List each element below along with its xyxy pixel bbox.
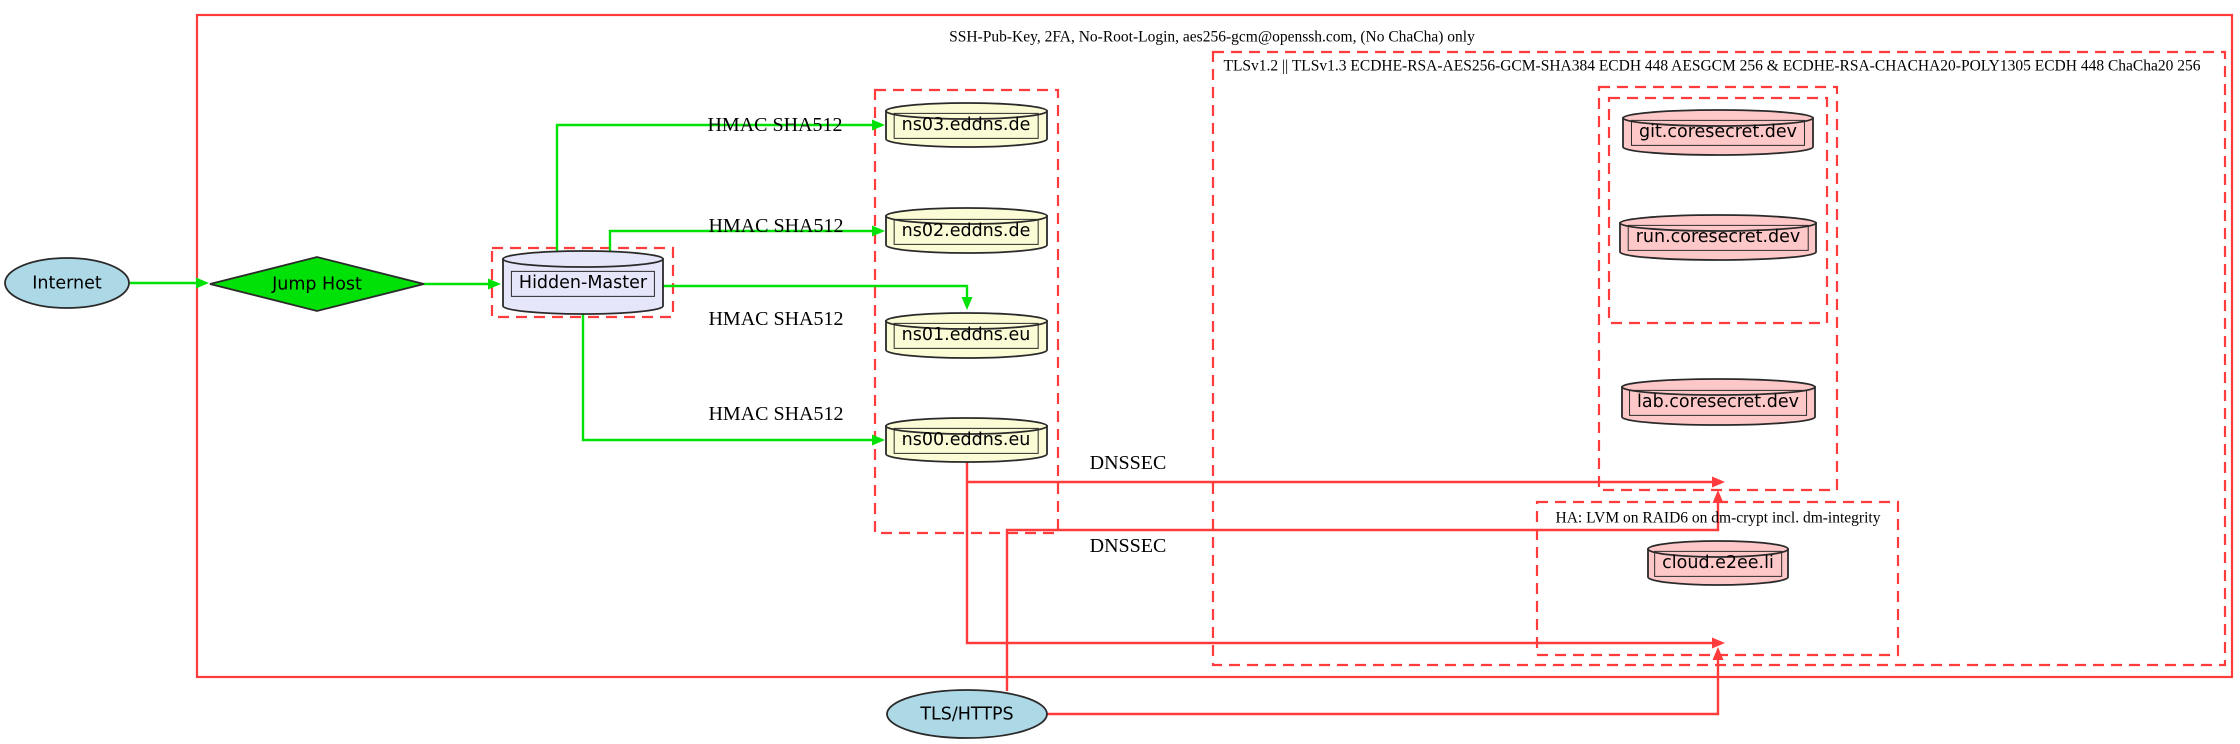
arrowhead-right-icon (196, 277, 209, 289)
ns03-node (885, 102, 1048, 148)
tls-https-label: TLS/HTTPS (920, 704, 1014, 725)
edge-label-dnssec-2: DNSSEC (1089, 535, 1167, 557)
cluster-ha-label: HA: LVM on RAID6 on dm-crypt incl. dm-in… (1555, 509, 1881, 527)
edge-label-hmac-ns00: HMAC SHA512 (708, 403, 844, 425)
ns00-label: ns00.eddns.eu (893, 427, 1039, 455)
arrowhead-right-icon (872, 119, 885, 131)
cluster-tls-label: TLSv1.2 || TLSv1.3 ECDHE-RSA-AES256-GCM-… (1223, 57, 2201, 75)
edge-hm-ns01 (663, 284, 969, 297)
red-arrowheads (1712, 476, 1725, 660)
cloud-node (1647, 540, 1789, 586)
internet-node (4, 257, 130, 309)
arrowhead-right-icon (1712, 637, 1725, 649)
arrowhead-down-icon (961, 297, 973, 310)
cluster-eddns-border (873, 88, 1060, 535)
dnssec-tls-edges (965, 462, 1720, 716)
hidden-master-node (502, 250, 664, 315)
edge-label-hmac-ns02: HMAC SHA512 (708, 215, 844, 237)
edge-hm-ns03 (555, 123, 872, 259)
edge-tls-to-ha (1047, 660, 1720, 716)
cluster-ssh-border (195, 13, 2234, 679)
git-label: git.coresecret.dev (1630, 119, 1806, 147)
ns00-node (885, 417, 1048, 463)
lab-label: lab.coresecret.dev (1629, 389, 1807, 417)
ns03-label: ns03.eddns.de (893, 112, 1039, 140)
jump-host-label: Jump Host (272, 274, 362, 295)
run-label: run.coresecret.dev (1627, 224, 1809, 252)
edge-hm-ns00 (581, 306, 872, 442)
tls-https-node (886, 689, 1048, 739)
internet-label: Internet (32, 273, 102, 294)
edge-dnssec-lower (965, 482, 1712, 645)
arrowhead-right-icon (1712, 476, 1725, 488)
arrowhead-up-icon (1712, 490, 1724, 503)
edge-hm-ns02 (608, 229, 872, 259)
cloud-label: cloud.e2ee.li (1654, 550, 1782, 578)
edge-label-dnssec-1: DNSSEC (1089, 452, 1167, 474)
cluster-ssh-label: SSH-Pub-Key, 2FA, No-Root-Login, aes256-… (949, 28, 1475, 46)
ns02-label: ns02.eddns.de (893, 218, 1039, 246)
edge-dnssec-upper (965, 462, 1712, 484)
edge-label-hmac-ns01: HMAC SHA512 (708, 308, 844, 330)
edge-tls-to-coresecret (1005, 503, 1720, 691)
green-edges (130, 123, 969, 442)
arrowhead-right-icon (872, 225, 885, 237)
edge-label-hmac-ns03: HMAC SHA512 (707, 114, 843, 136)
jump-host-node (209, 256, 425, 312)
cluster-coresecret-inner-border (1607, 96, 1829, 325)
arrowhead-up-icon (1712, 647, 1724, 660)
arrowhead-right-icon (488, 278, 501, 290)
hidden-master-label: Hidden-Master (510, 270, 656, 298)
ns01-label: ns01.eddns.eu (893, 322, 1039, 350)
green-arrowheads (196, 119, 973, 446)
arrowhead-right-icon (872, 434, 885, 446)
ns02-node (885, 207, 1048, 254)
cluster-hidden-master-border (490, 246, 675, 319)
